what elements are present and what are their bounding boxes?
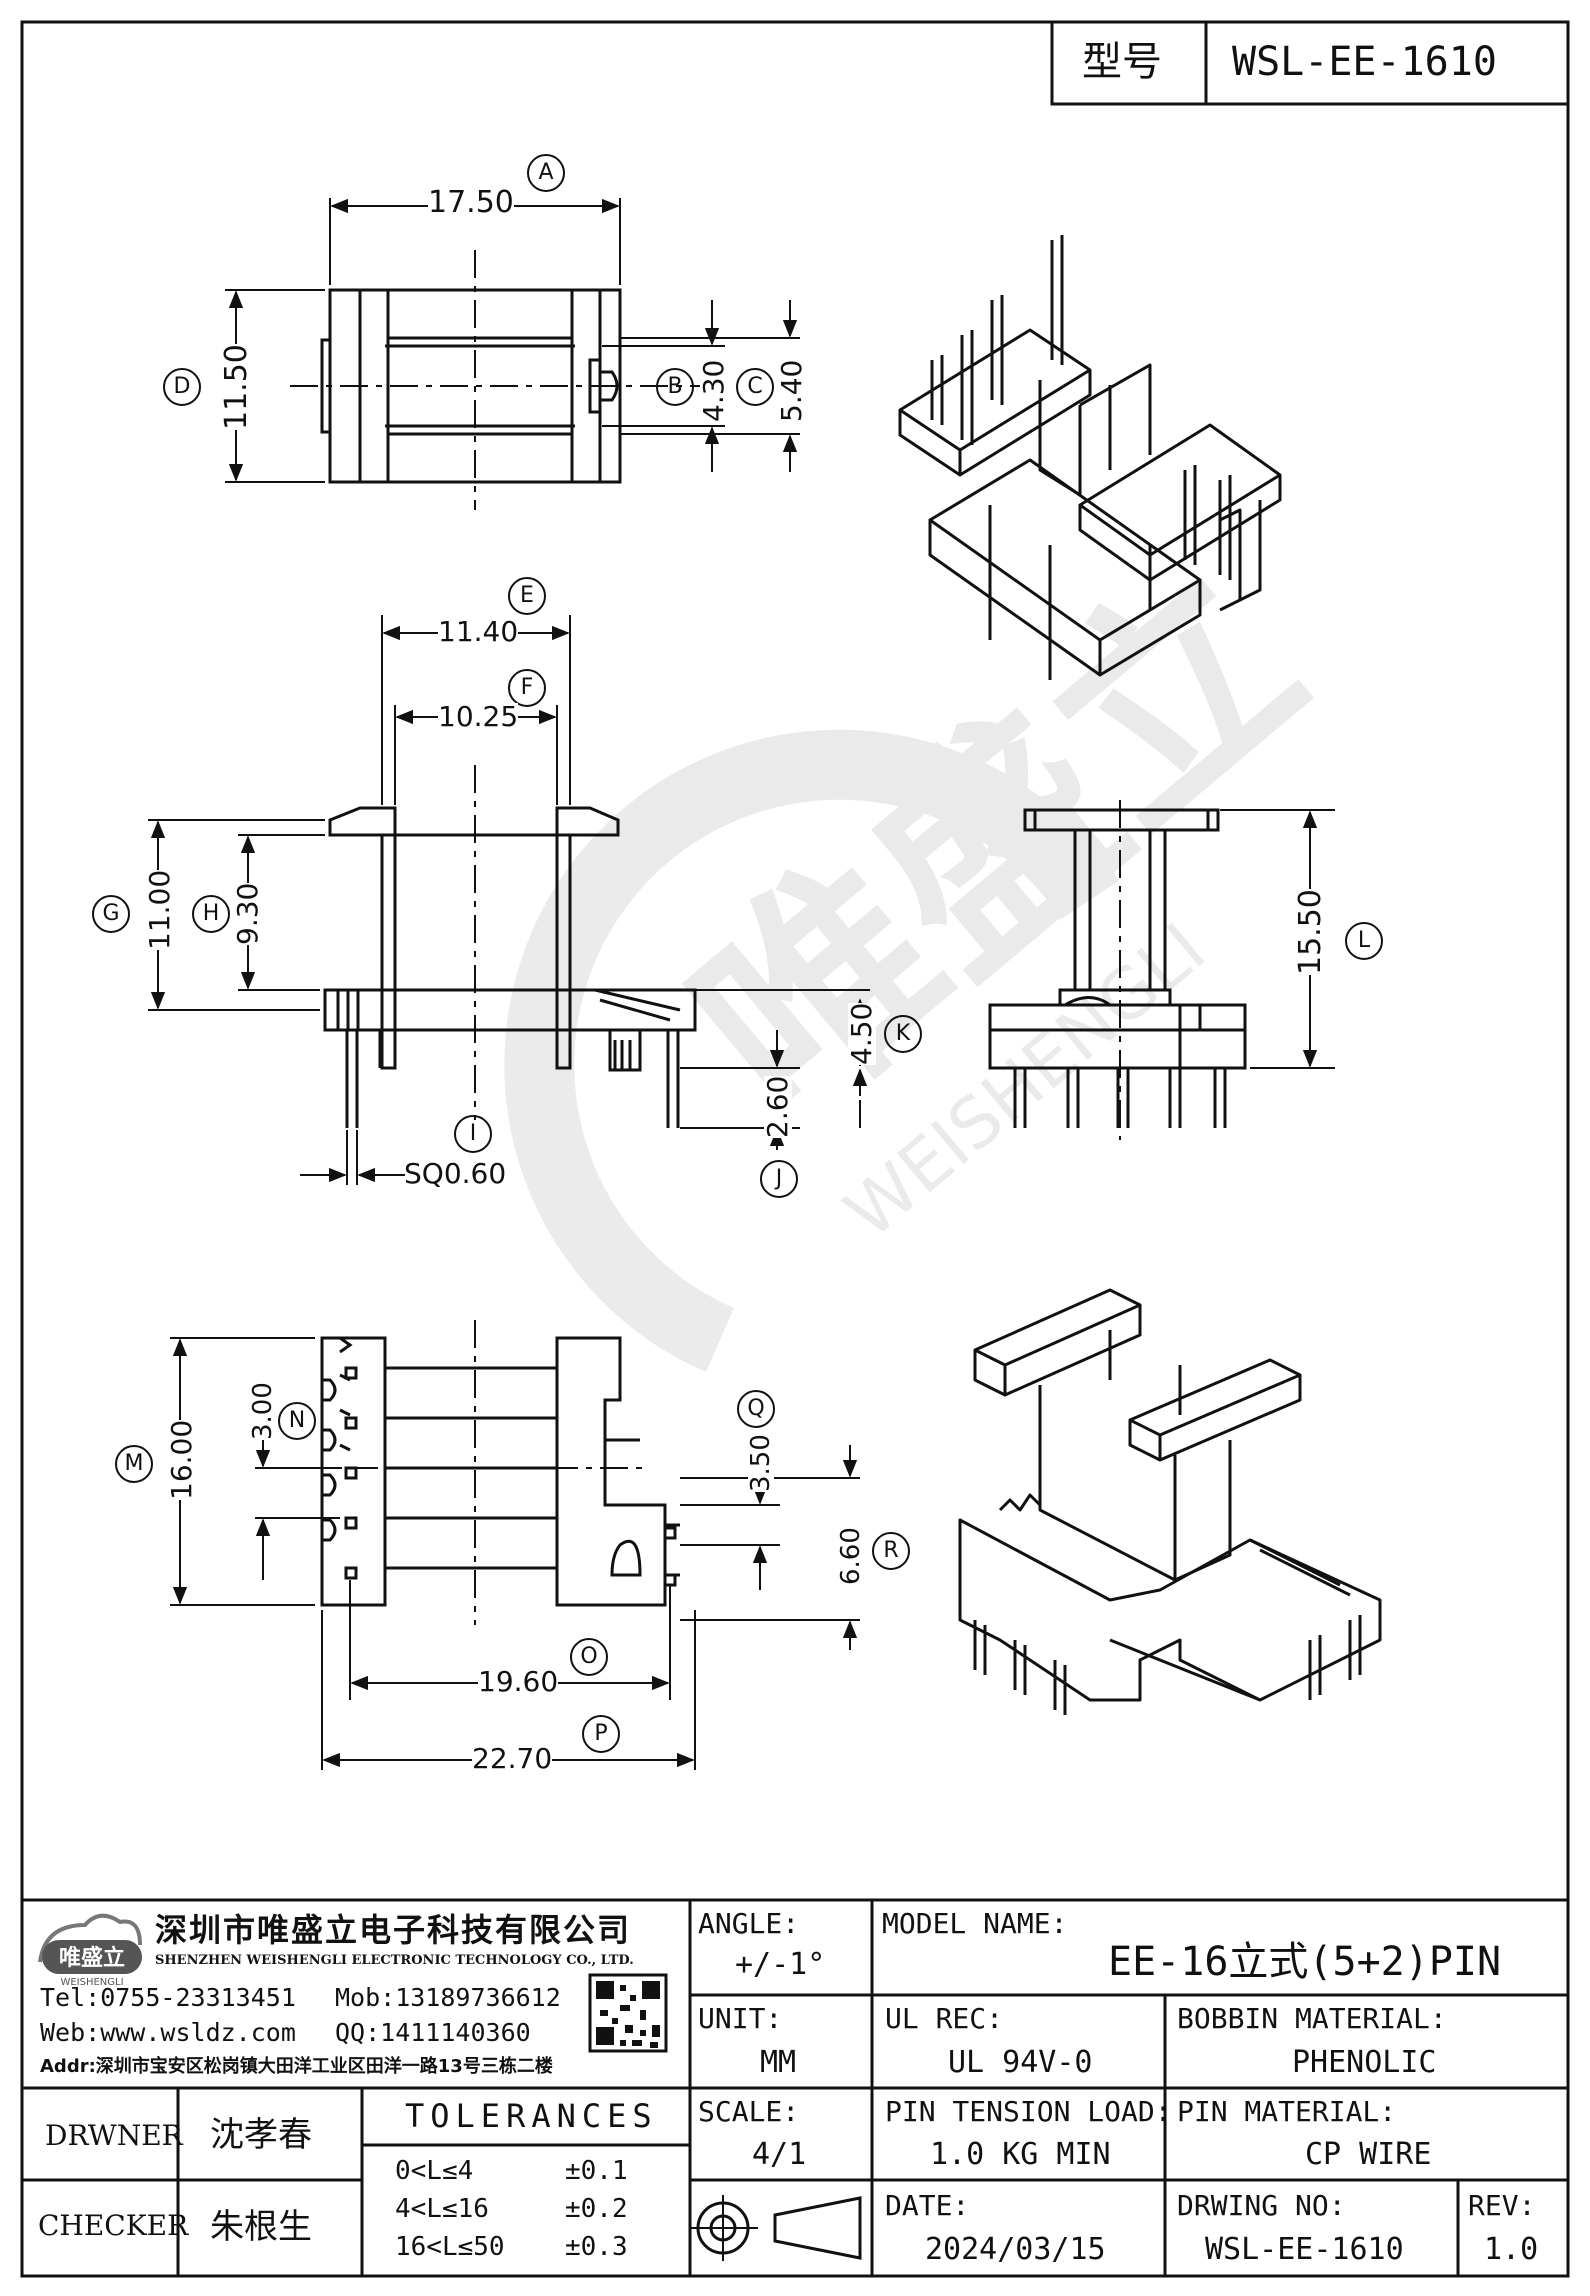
drawing-no-label: DRWING NO:	[1177, 2189, 1346, 2222]
date-label: DATE:	[885, 2189, 970, 2222]
dim-o: 19.60	[478, 1665, 559, 1698]
tolerances-title: TOLERANCES	[405, 2097, 658, 2135]
company-web: Web:www.wsldz.com	[40, 2018, 296, 2047]
tolerance-range-1: 0<L≤4	[395, 2156, 474, 2186]
dim-k: 4.50	[845, 1002, 878, 1065]
tolerance-value-1: ±0.1	[565, 2156, 628, 2186]
company-tel: Tel:0755-23313451	[40, 1983, 296, 2012]
dim-h: 9.30	[231, 882, 264, 945]
top-view-dims	[225, 198, 800, 483]
qr-code	[588, 1973, 668, 2053]
scale-label: SCALE:	[698, 2095, 800, 2128]
company-qq: QQ:1411140360	[335, 2018, 531, 2047]
dim-label-g: G	[92, 895, 130, 933]
front-view	[323, 806, 697, 1128]
tolerance-range-2: 4<L≤16	[395, 2194, 489, 2224]
dim-label-c: C	[736, 368, 774, 406]
ul-rec-label: UL REC:	[885, 2002, 1004, 2035]
dim-m: 16.00	[165, 1419, 198, 1500]
drawing-no-value: WSL-EE-1610	[1205, 2232, 1404, 2267]
rev-label: REV:	[1468, 2189, 1536, 2222]
dim-label-b: B	[656, 368, 694, 406]
dim-q: 3.50	[746, 1434, 776, 1492]
model-code: WSL-EE-1610	[1232, 39, 1497, 85]
ul-rec-value: UL 94V-0	[948, 2045, 1093, 2080]
checker-name: 朱根生	[210, 2207, 312, 2247]
top-view-centerlines	[290, 250, 700, 510]
top-view	[320, 288, 622, 484]
watermark-logo: 唯盛立 WEISHENGLI	[504, 521, 1348, 1373]
unit-value: MM	[760, 2045, 797, 2080]
drawer-label: DRWNER	[45, 2119, 183, 2152]
scale-value: 4/1	[752, 2137, 807, 2172]
company-name-cn: 深圳市唯盛立电子科技有限公司	[155, 1911, 632, 1949]
dim-d: 11.50	[219, 344, 254, 430]
dim-label-e: E	[508, 577, 546, 615]
dim-label-h: H	[192, 895, 230, 933]
dim-label-j: J	[760, 1160, 798, 1198]
dim-i: SQ0.60	[404, 1157, 507, 1190]
dim-label-o: O	[570, 1638, 608, 1676]
dim-label-d: D	[163, 368, 201, 406]
iso-view-bottom	[958, 1288, 1382, 1715]
dim-label-a: A	[527, 154, 565, 192]
dim-label-k: K	[884, 1015, 922, 1053]
model-name-label: MODEL NAME:	[882, 1907, 1068, 1940]
company-name-en: SHENZHEN WEISHENGLI ELECTRONIC TECHNOLOG…	[155, 1953, 634, 1968]
dim-label-l: L	[1345, 922, 1383, 960]
date-value: 2024/03/15	[925, 2232, 1106, 2267]
company-mob: Mob:13189736612	[335, 1983, 561, 2012]
title-block-grid	[22, 1898, 1568, 2276]
bobbin-material-value: PHENOLIC	[1292, 2045, 1437, 2080]
dim-c: 5.40	[775, 359, 808, 422]
tolerance-value-3: ±0.3	[565, 2232, 628, 2262]
header-box	[1050, 20, 1570, 106]
company-address: Addr:深圳市宝安区松岗镇大田洋工业区田洋一路13号三栋二楼	[40, 2056, 553, 2077]
dim-label-q: Q	[737, 1390, 775, 1428]
drawer-name: 沈孝春	[210, 2115, 312, 2155]
bottom-view-centerlines	[300, 1320, 650, 1625]
dim-b: 4.30	[697, 359, 730, 422]
unit-label: UNIT:	[698, 2002, 783, 2035]
bobbin-material-label: BOBBIN MATERIAL:	[1177, 2002, 1447, 2035]
dim-a: 17.50	[428, 185, 514, 220]
dim-e: 11.40	[438, 615, 519, 648]
svg-text:唯盛立: 唯盛立	[59, 1945, 125, 1971]
dim-label-r: R	[872, 1532, 910, 1570]
model-name-value: EE-16立式(5+2)PIN	[1108, 1939, 1502, 1985]
checker-label: CHECKER	[38, 2209, 189, 2242]
bottom-view	[320, 1336, 680, 1607]
svg-text:WEISHENGLI: WEISHENGLI	[60, 1977, 123, 1988]
tolerance-value-2: ±0.2	[565, 2194, 628, 2224]
dim-label-f: F	[508, 669, 546, 707]
dim-label-i: I	[454, 1115, 492, 1153]
pin-material-value: CP WIRE	[1305, 2137, 1432, 2172]
type-label: 型号	[1082, 39, 1162, 85]
side-view	[988, 808, 1247, 1128]
dim-p: 22.70	[472, 1742, 553, 1775]
dim-g: 11.00	[143, 869, 176, 950]
dim-f: 10.25	[438, 700, 519, 733]
angle-value: +/-1°	[735, 1947, 826, 1982]
pin-material-label: PIN MATERIAL:	[1177, 2095, 1397, 2128]
dim-label-m: M	[115, 1445, 153, 1483]
pin-tension-label: PIN TENSION LOAD:	[885, 2095, 1172, 2128]
projection-symbol	[690, 2195, 862, 2261]
angle-label: ANGLE:	[698, 1907, 800, 1940]
dim-r: 6.60	[836, 1527, 866, 1585]
dim-label-n: N	[278, 1402, 316, 1440]
iso-view-top	[898, 235, 1282, 680]
dim-l: 15.50	[1293, 889, 1328, 975]
sheet-border	[20, 20, 1570, 2278]
tolerance-range-3: 16<L≤50	[395, 2232, 505, 2262]
dim-j: 2.60	[761, 1075, 794, 1138]
dim-n: 3.00	[248, 1382, 278, 1440]
rev-value: 1.0	[1484, 2232, 1539, 2267]
dim-label-p: P	[582, 1715, 620, 1753]
pin-tension-value: 1.0 KG MIN	[930, 2137, 1111, 2172]
company-logo: 唯盛立 WEISHENGLI	[38, 1913, 142, 1988]
